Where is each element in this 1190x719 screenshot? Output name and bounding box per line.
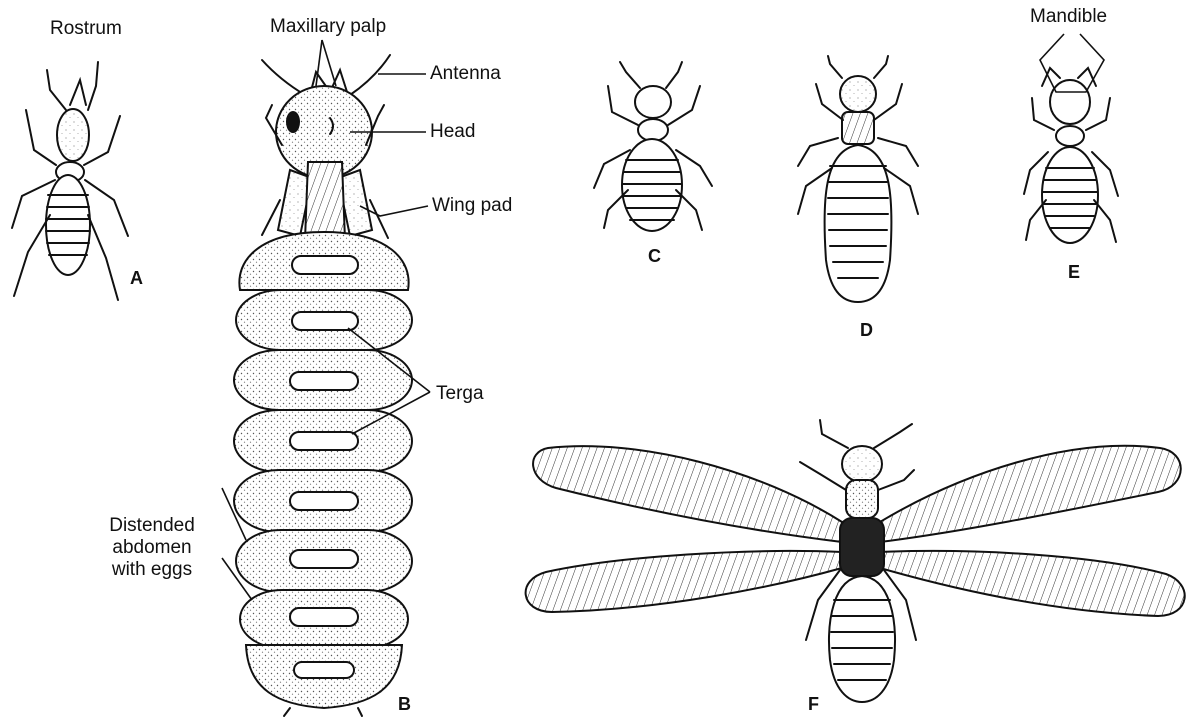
label-terga: Terga (436, 383, 484, 405)
label-antenna: Antenna (430, 63, 501, 85)
specimen-e-mandibulate-soldier (1024, 68, 1118, 243)
label-rostrum: Rostrum (50, 18, 122, 40)
label-wing-pad: Wing pad (432, 195, 512, 217)
specimen-c-worker (594, 62, 712, 231)
panel-letter-e: E (1068, 262, 1080, 283)
label-head: Head (430, 121, 475, 143)
specimen-a-nasute-soldier (12, 62, 128, 300)
panel-letter-a: A (130, 268, 143, 289)
specimen-f-winged-alate (526, 420, 1185, 702)
specimen-d-supplementary-reproductive (798, 56, 918, 302)
panel-letter-c: C (648, 246, 661, 267)
specimen-b-queen (234, 55, 412, 716)
label-abdomen-line-1: Distended (92, 515, 212, 537)
panel-letter-f: F (808, 694, 819, 715)
label-distended-abdomen: Distended abdomen with eggs (92, 515, 212, 581)
label-abdomen-line-2: abdomen (92, 537, 212, 559)
label-abdomen-line-3: with eggs (92, 559, 212, 581)
panel-letter-b: B (398, 694, 411, 715)
label-mandible: Mandible (1030, 6, 1107, 28)
panel-letter-d: D (860, 320, 873, 341)
label-maxillary-palp: Maxillary palp (270, 16, 386, 38)
